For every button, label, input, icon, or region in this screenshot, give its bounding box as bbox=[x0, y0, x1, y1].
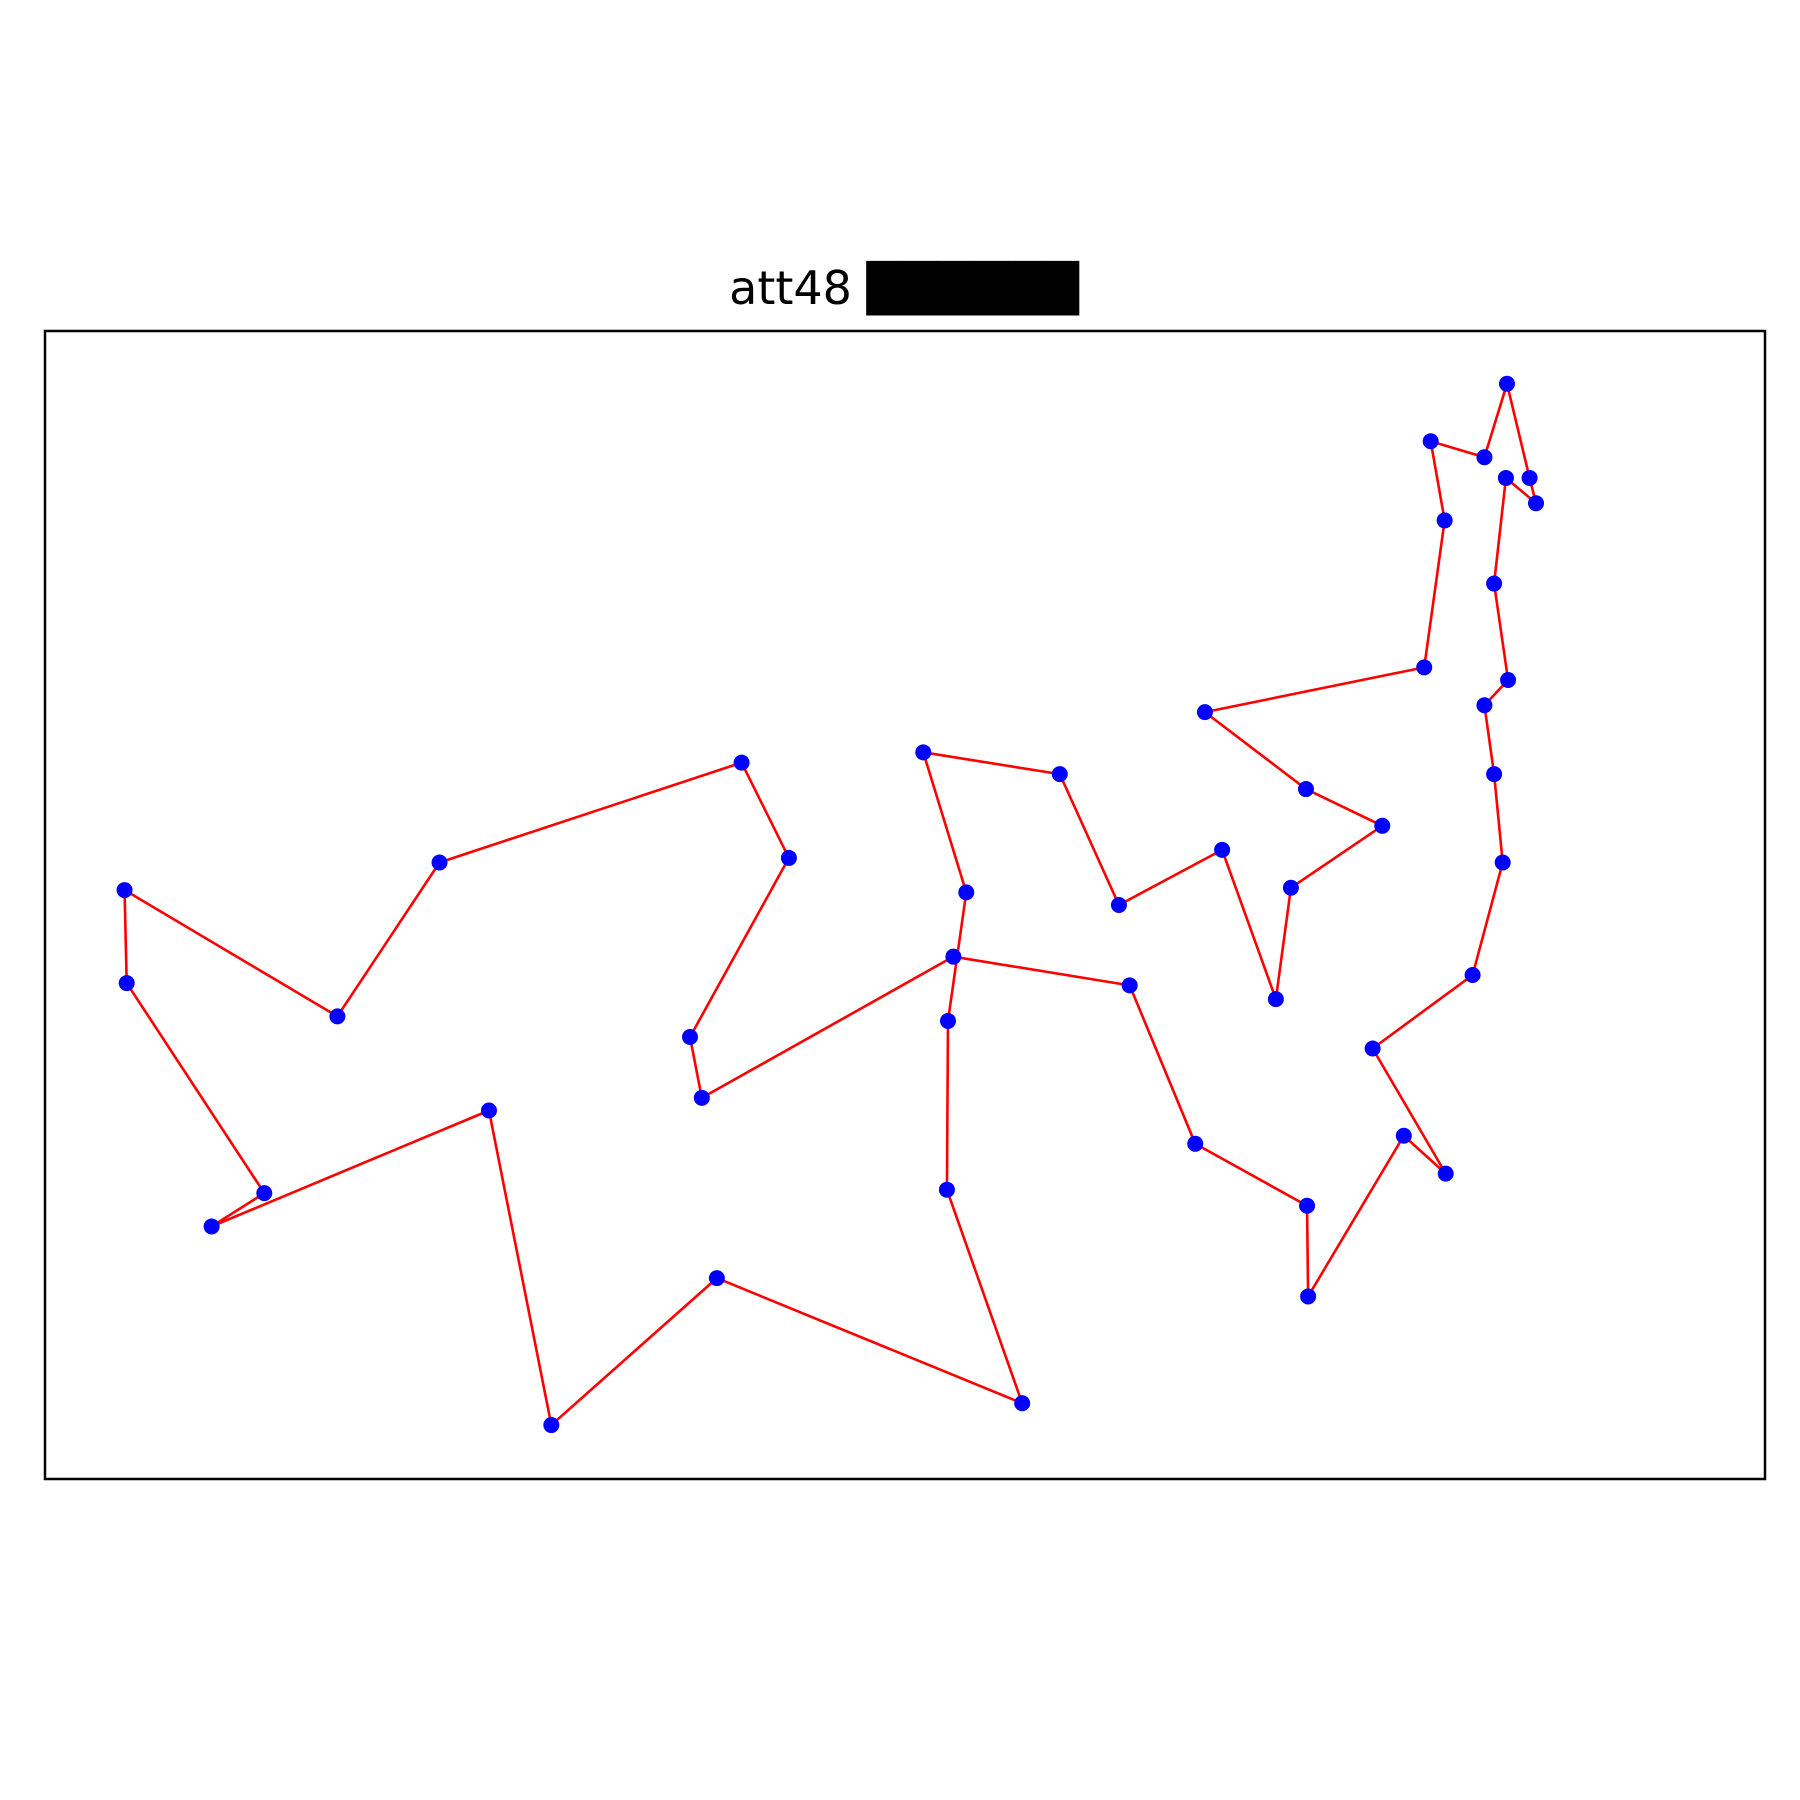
city-point bbox=[480, 1102, 497, 1119]
city-point bbox=[1121, 977, 1138, 994]
city-point bbox=[543, 1417, 560, 1434]
city-point bbox=[1014, 1395, 1031, 1412]
route-segment bbox=[1371, 973, 1474, 1050]
route-segment bbox=[1430, 439, 1485, 459]
city-point bbox=[1282, 879, 1299, 896]
route-segment bbox=[1220, 849, 1278, 1000]
city-point bbox=[693, 1089, 710, 1106]
route-segment bbox=[1058, 773, 1121, 906]
city-point bbox=[1486, 575, 1503, 592]
city-point bbox=[1364, 1040, 1381, 1057]
city-point bbox=[1214, 841, 1231, 858]
city-point bbox=[1437, 1165, 1454, 1182]
city-point bbox=[945, 948, 962, 965]
city-point bbox=[1297, 781, 1314, 798]
route-segment bbox=[1422, 520, 1446, 668]
route-segment bbox=[439, 761, 743, 864]
route-segment bbox=[945, 1020, 950, 1190]
city-point bbox=[1395, 1127, 1412, 1144]
city-point bbox=[1374, 817, 1391, 834]
chart-title: att48 ██████ bbox=[729, 260, 1079, 316]
route-segment bbox=[1492, 583, 1510, 681]
route-segment bbox=[1290, 824, 1384, 889]
route-segment bbox=[1274, 887, 1293, 1000]
route-segment bbox=[125, 982, 266, 1194]
axes-frame bbox=[43, 329, 1767, 1481]
city-point bbox=[938, 1181, 955, 1198]
city-point bbox=[1521, 469, 1538, 486]
route-segment bbox=[1371, 1047, 1447, 1175]
route-segment bbox=[1194, 1142, 1308, 1207]
city-point bbox=[1299, 1197, 1316, 1214]
city-point bbox=[1267, 991, 1284, 1008]
city-point bbox=[1051, 766, 1068, 783]
route-segment bbox=[1305, 1205, 1310, 1297]
city-point bbox=[1110, 897, 1127, 913]
city-point bbox=[1500, 671, 1517, 688]
route-segment bbox=[1505, 383, 1531, 479]
route-segment bbox=[211, 1109, 490, 1228]
route-segment bbox=[1492, 774, 1504, 863]
city-point bbox=[1476, 697, 1493, 714]
route-segment bbox=[1204, 666, 1425, 714]
city-point bbox=[708, 1270, 725, 1287]
route-segment bbox=[123, 888, 339, 1018]
route-segment bbox=[922, 751, 968, 893]
city-point bbox=[682, 1029, 698, 1046]
route-segment bbox=[953, 955, 1130, 987]
route-segment bbox=[1483, 383, 1509, 458]
city-point bbox=[1528, 495, 1545, 512]
city-point bbox=[1476, 449, 1493, 466]
route-segment bbox=[210, 1192, 265, 1228]
route-segment bbox=[1128, 984, 1197, 1145]
city-point bbox=[1494, 854, 1511, 871]
route-segment bbox=[740, 762, 791, 859]
city-point bbox=[1300, 1288, 1317, 1305]
route-segment bbox=[1483, 705, 1496, 775]
city-point bbox=[780, 849, 797, 866]
city-point bbox=[1497, 469, 1514, 486]
city-point bbox=[431, 854, 448, 871]
plot-area bbox=[43, 329, 1767, 1481]
route-segment bbox=[1307, 1135, 1405, 1298]
route-segment bbox=[701, 955, 955, 1099]
route-segment bbox=[1118, 848, 1223, 907]
city-markers bbox=[116, 375, 1545, 1434]
route-segment bbox=[123, 890, 128, 984]
city-point bbox=[1486, 766, 1503, 783]
route-segment bbox=[1402, 1134, 1447, 1175]
city-point bbox=[1416, 659, 1433, 676]
city-point bbox=[940, 1012, 956, 1029]
route-segment bbox=[1429, 440, 1446, 521]
city-point bbox=[203, 1218, 220, 1235]
route-segment bbox=[336, 861, 441, 1018]
route-segment bbox=[1204, 711, 1307, 791]
city-point bbox=[1422, 433, 1439, 450]
city-point bbox=[1187, 1135, 1204, 1152]
city-point bbox=[118, 975, 135, 992]
route-segment bbox=[1471, 862, 1504, 976]
route-segment bbox=[1305, 787, 1383, 827]
route-segment bbox=[487, 1110, 553, 1426]
route-segment bbox=[716, 1276, 1023, 1405]
city-point bbox=[1464, 967, 1481, 984]
route-lines bbox=[123, 383, 1538, 1427]
city-point bbox=[1436, 512, 1453, 529]
city-point bbox=[915, 744, 932, 761]
city-point bbox=[329, 1008, 346, 1025]
route-segment bbox=[945, 1189, 1024, 1404]
city-point bbox=[958, 884, 975, 901]
city-point bbox=[1196, 704, 1213, 721]
city-point bbox=[256, 1185, 273, 1202]
route-segment bbox=[688, 1036, 704, 1099]
route-segment bbox=[550, 1277, 718, 1427]
city-point bbox=[733, 754, 750, 771]
route-segment bbox=[923, 751, 1061, 776]
route-segment bbox=[688, 857, 791, 1038]
city-point bbox=[116, 882, 133, 899]
city-point bbox=[1499, 375, 1515, 392]
route-segment bbox=[1492, 477, 1508, 584]
